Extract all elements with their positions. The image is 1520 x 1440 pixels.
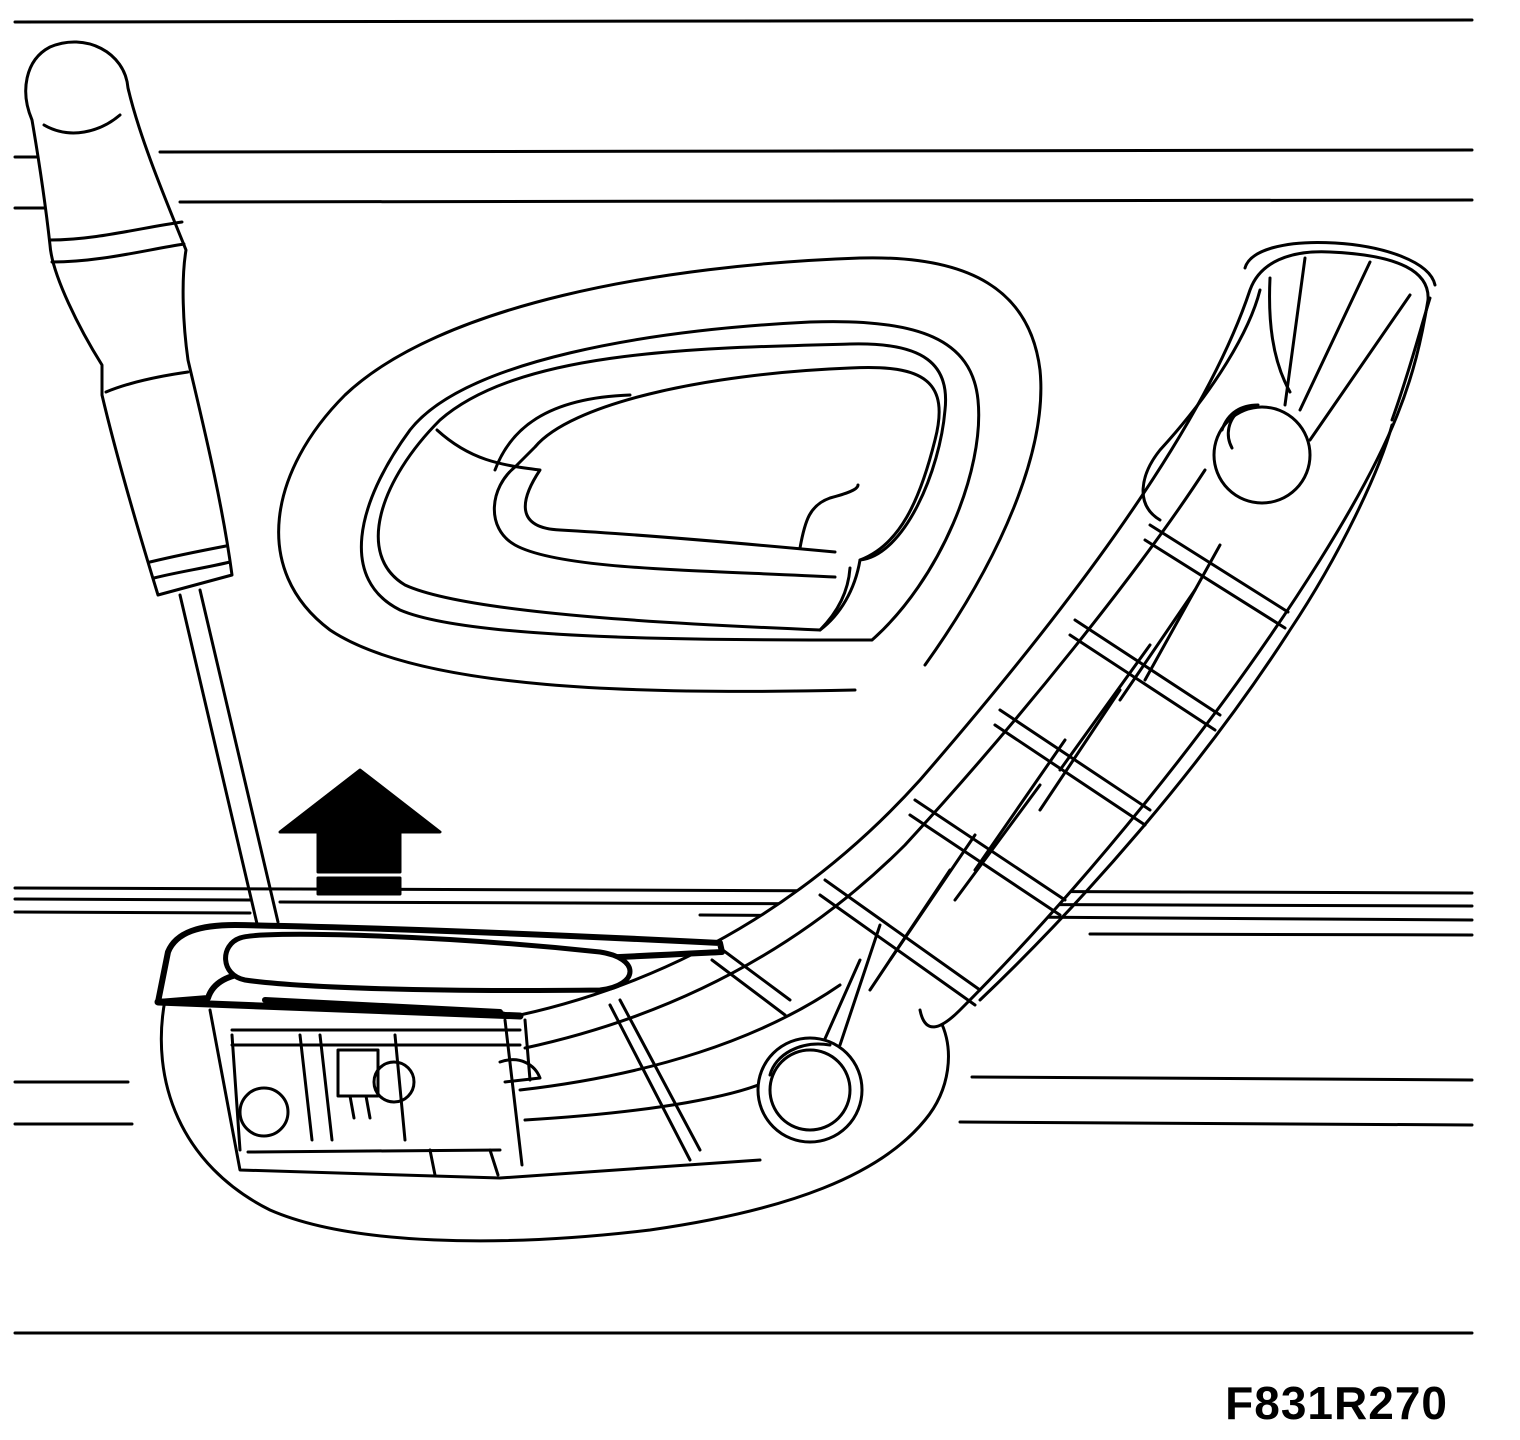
door-handle-assembly [161, 242, 1435, 1240]
arrow-up-icon [280, 770, 440, 894]
release-lever-cover [158, 925, 722, 1018]
screwdriver-icon [26, 42, 278, 928]
door-pull-recess [279, 258, 1041, 692]
figure-code: F831R270 [1225, 1377, 1448, 1429]
